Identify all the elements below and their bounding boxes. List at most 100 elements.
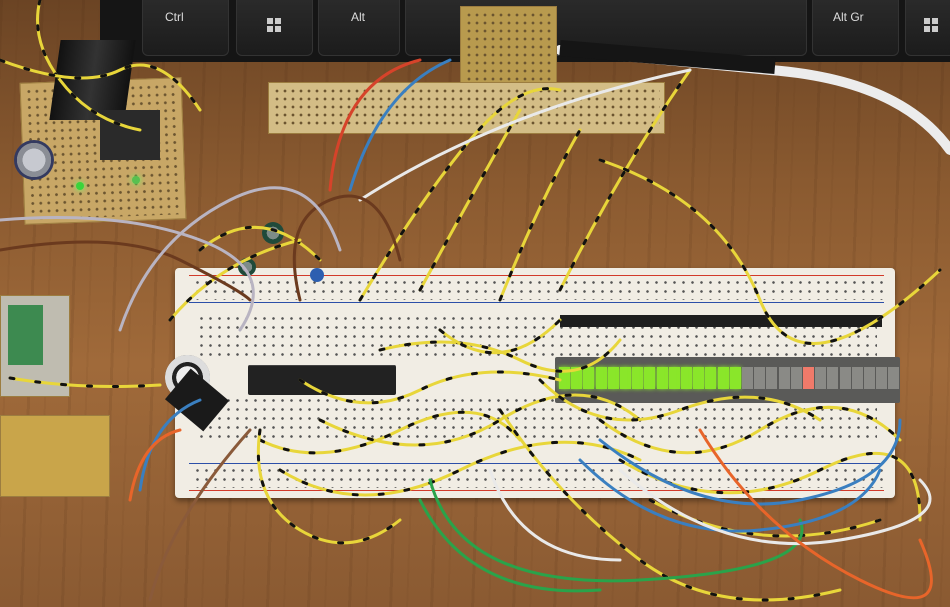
- wire: [148, 428, 252, 602]
- bar-graph-segment: [559, 367, 570, 389]
- small-perfboard-top: [460, 6, 557, 88]
- bar-graph-segment: [583, 367, 595, 389]
- bar-graph-segment: [839, 367, 851, 389]
- pin-header-strip: [560, 315, 882, 327]
- bar-graph-segment: [815, 367, 827, 389]
- wire: [418, 498, 602, 593]
- bar-graph-segment: [888, 367, 900, 389]
- windows-logo-icon: [267, 18, 281, 32]
- bar-graph-segment: [644, 367, 656, 389]
- top-power-rail: [193, 278, 883, 300]
- led-bar-graph: [555, 357, 900, 403]
- bar-graph-segment: [693, 367, 705, 389]
- wire: [138, 398, 202, 492]
- status-led: [132, 176, 140, 184]
- electrolytic-capacitor: [14, 140, 54, 180]
- bar-graph-segment: [595, 367, 607, 389]
- wire-stripe: [498, 408, 842, 602]
- wire: [358, 68, 692, 202]
- bottom-red-line: [189, 490, 884, 491]
- wire: [598, 418, 902, 506]
- wire: [168, 238, 302, 322]
- key-windows-right: [905, 0, 950, 56]
- top-blue-line: [189, 302, 884, 303]
- bar-graph-segment: [705, 367, 717, 389]
- bottom-power-rail: [193, 466, 883, 488]
- ceramic-capacitor: [310, 268, 324, 282]
- key-windows-left: [236, 0, 313, 56]
- bar-graph-segment: [729, 367, 741, 389]
- key-ctrl: Ctrl: [142, 0, 229, 56]
- lower-terminal-strip: [197, 396, 877, 444]
- wire: [118, 186, 342, 332]
- bar-graph-segment: [742, 367, 753, 389]
- bar-graph-segment: [632, 367, 644, 389]
- wire: [298, 370, 562, 405]
- bar-graph-segment: [876, 367, 888, 389]
- wire: [598, 158, 942, 345]
- bar-graph-segment: [754, 367, 766, 389]
- wire: [0, 58, 202, 112]
- wire: [618, 468, 932, 546]
- wire: [0, 240, 252, 302]
- wire: [498, 408, 842, 602]
- wire-stripe: [258, 410, 522, 455]
- wire-stripe: [598, 405, 902, 455]
- wire: [488, 468, 622, 562]
- bar-graph-segment: [681, 367, 692, 389]
- wire: [292, 194, 402, 302]
- wire: [578, 458, 882, 533]
- key-altgr-label: Alt Gr: [833, 10, 864, 24]
- connector-green-board: [8, 305, 43, 365]
- bar-graph-segment: [827, 367, 839, 389]
- bar-graph-segment: [668, 367, 680, 389]
- bar-graph-segment: [778, 367, 790, 389]
- power-led: [76, 182, 84, 190]
- key-alt: Alt: [318, 0, 400, 56]
- bar-graph-segment: [717, 367, 729, 389]
- wire-stripe: [498, 128, 582, 302]
- wire: [328, 58, 422, 192]
- wire: [378, 338, 622, 373]
- ic-chip: [248, 365, 396, 395]
- windows-logo-icon: [924, 18, 938, 32]
- wire-stripe: [0, 58, 202, 112]
- wire: [36, 0, 142, 132]
- bar-graph-segment: [864, 367, 875, 389]
- wire: [538, 378, 822, 422]
- bar-graph-segment: [851, 367, 863, 389]
- voltage-regulator: [100, 110, 160, 160]
- bar-graph-segment: [790, 367, 802, 389]
- bar-graph-segment: [803, 367, 814, 389]
- wire-stripe: [256, 428, 402, 545]
- wire: [438, 318, 562, 355]
- bar-graph-segment: [607, 367, 619, 389]
- wire-stripe: [618, 451, 922, 522]
- wire: [128, 428, 182, 502]
- wire: [428, 478, 804, 583]
- bar-graph-segment: [766, 367, 778, 389]
- wire-stripe: [168, 238, 302, 322]
- wire: [558, 68, 692, 292]
- wire-stripe: [36, 0, 142, 132]
- key-ctrl-label: Ctrl: [165, 10, 184, 24]
- wire: [318, 393, 642, 447]
- copper-board: [0, 415, 110, 497]
- wire-stripe: [558, 68, 692, 292]
- wire-stripe: [418, 108, 522, 292]
- wire: [358, 87, 562, 302]
- wire-stripe: [358, 87, 562, 302]
- bar-graph-segment: [620, 367, 631, 389]
- wire: [258, 410, 522, 455]
- wire-stripe: [598, 158, 942, 345]
- wire: [8, 376, 162, 388]
- bar-graph-segment: [656, 367, 668, 389]
- top-red-line: [189, 275, 884, 276]
- bottom-blue-line: [189, 463, 884, 464]
- wire: [698, 428, 933, 600]
- wire: [0, 216, 255, 332]
- key-alt-label: Alt: [351, 10, 366, 24]
